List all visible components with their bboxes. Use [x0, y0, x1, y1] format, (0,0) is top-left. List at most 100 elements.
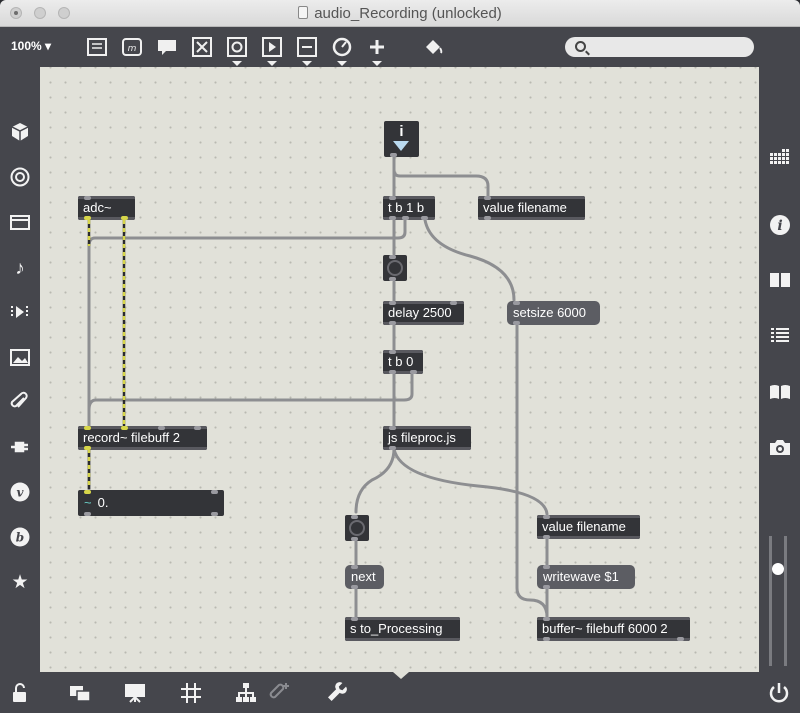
- inlet-port[interactable]: [543, 565, 550, 569]
- value-filename-lower-object[interactable]: value filename: [537, 515, 640, 539]
- dial-icon[interactable]: [331, 36, 353, 66]
- plug-icon[interactable]: [7, 436, 33, 462]
- inlet-port[interactable]: [389, 350, 396, 354]
- trigger-object[interactable]: t b 1 b: [383, 196, 435, 220]
- outlet-port[interactable]: [389, 277, 396, 281]
- console-icon[interactable]: [7, 211, 33, 237]
- inlet-port[interactable]: [84, 490, 91, 494]
- comment-icon[interactable]: [156, 36, 178, 58]
- outlet-port[interactable]: [389, 321, 396, 325]
- inlet-port[interactable]: [543, 617, 550, 621]
- next-message[interactable]: next: [345, 565, 384, 589]
- paperclip-plus-icon[interactable]: [268, 681, 292, 705]
- slider-icon[interactable]: [296, 36, 318, 66]
- paint-bucket-icon[interactable]: [422, 36, 444, 58]
- snapshot-icon[interactable]: [767, 435, 793, 461]
- paperclip-icon[interactable]: [7, 391, 33, 417]
- js-fileproc-object[interactable]: js fileproc.js: [383, 426, 471, 450]
- outlet-port[interactable]: [402, 216, 409, 220]
- music-note-icon[interactable]: ♪: [15, 258, 25, 279]
- output-level-meter[interactable]: [769, 536, 787, 666]
- outlet-port[interactable]: [351, 585, 358, 589]
- outlet-port[interactable]: [84, 446, 91, 450]
- outlet-port[interactable]: [543, 585, 550, 589]
- buffer-object[interactable]: buffer~ filebuff 6000 2: [537, 617, 690, 641]
- signal-number-box[interactable]: ~0.: [78, 490, 224, 516]
- outlet-port[interactable]: [677, 637, 684, 641]
- inlet-port[interactable]: [158, 426, 165, 430]
- inlet-port[interactable]: [84, 426, 91, 430]
- add-icon[interactable]: [366, 36, 388, 66]
- button-icon[interactable]: [226, 36, 248, 66]
- hierarchy-icon[interactable]: [234, 681, 258, 705]
- outlet-port[interactable]: [351, 537, 358, 541]
- close-window-button[interactable]: [10, 7, 22, 19]
- info-icon[interactable]: i: [767, 213, 793, 239]
- media-step-icon[interactable]: [7, 301, 33, 327]
- outlet-port[interactable]: [211, 512, 218, 516]
- inlet-port[interactable]: [484, 196, 491, 200]
- record-object[interactable]: record~ filebuff 2: [78, 426, 207, 450]
- outlet-port[interactable]: [389, 446, 396, 450]
- reference-icon[interactable]: [767, 380, 793, 406]
- presentation-mode-icon[interactable]: [123, 681, 147, 705]
- beap-icon[interactable]: b: [7, 526, 33, 552]
- outlet-port[interactable]: [389, 216, 396, 220]
- outlet-port[interactable]: [410, 370, 417, 374]
- cube-icon[interactable]: [7, 121, 33, 147]
- grid-icon[interactable]: [767, 143, 793, 169]
- windows-icon[interactable]: [68, 681, 92, 705]
- inlet-port[interactable]: [351, 565, 358, 569]
- inlet-port[interactable]: [513, 301, 520, 305]
- bang-button[interactable]: [383, 255, 407, 281]
- inlet-port[interactable]: [351, 515, 358, 519]
- lock-icon[interactable]: [8, 681, 32, 705]
- power-icon[interactable]: [767, 681, 791, 705]
- inlet-port[interactable]: [389, 255, 396, 259]
- inlet-port[interactable]: [121, 426, 128, 430]
- zoom-window-button[interactable]: [58, 7, 70, 19]
- grid-toggle-icon[interactable]: [179, 681, 203, 705]
- bang-button-lower[interactable]: [345, 515, 369, 541]
- minimize-window-button[interactable]: [34, 7, 46, 19]
- inlet-port[interactable]: [211, 490, 218, 494]
- value-filename-object[interactable]: value filename: [478, 196, 585, 220]
- message-icon[interactable]: m: [121, 36, 143, 58]
- outlet-port[interactable]: [84, 216, 91, 220]
- outlet-port[interactable]: [84, 512, 91, 516]
- outlet-port[interactable]: [121, 216, 128, 220]
- inlet-port[interactable]: [389, 301, 396, 305]
- writewave-message[interactable]: writewave $1: [537, 565, 635, 589]
- outlet-port[interactable]: [421, 216, 428, 220]
- adc-object[interactable]: adc~: [78, 196, 135, 220]
- inlet-port[interactable]: [389, 196, 396, 200]
- wrench-icon[interactable]: [326, 681, 350, 705]
- trigger-b0-object[interactable]: t b 0: [383, 350, 423, 374]
- inlet-port[interactable]: [194, 426, 201, 430]
- inlet-port[interactable]: [351, 617, 358, 621]
- outlet-port[interactable]: [390, 153, 397, 157]
- list-icon[interactable]: [767, 324, 793, 350]
- image-icon[interactable]: [7, 346, 33, 372]
- outlet-port[interactable]: [543, 535, 550, 539]
- play-icon[interactable]: [261, 36, 283, 66]
- inlet-port[interactable]: [389, 426, 396, 430]
- gain-slider-knob[interactable]: [772, 563, 784, 575]
- inlet-port[interactable]: [450, 301, 457, 305]
- inlet-port[interactable]: [84, 196, 91, 200]
- outlet-port[interactable]: [543, 637, 550, 641]
- send-object[interactable]: s to_Processing: [345, 617, 460, 641]
- presentation-icon[interactable]: [86, 36, 108, 58]
- book-icon[interactable]: [767, 268, 793, 294]
- star-icon[interactable]: ★: [11, 572, 29, 593]
- inlet-port[interactable]: [543, 515, 550, 519]
- delay-object[interactable]: delay 2500: [383, 301, 464, 325]
- outlet-port[interactable]: [389, 370, 396, 374]
- search-input[interactable]: [565, 37, 754, 57]
- toggle-object[interactable]: i: [384, 121, 419, 157]
- zoom-menu[interactable]: 100% ▾: [11, 39, 52, 53]
- outlet-port[interactable]: [484, 216, 491, 220]
- target-icon[interactable]: [7, 166, 33, 192]
- setsize-message[interactable]: setsize 6000: [507, 301, 600, 325]
- outlet-port[interactable]: [513, 321, 520, 325]
